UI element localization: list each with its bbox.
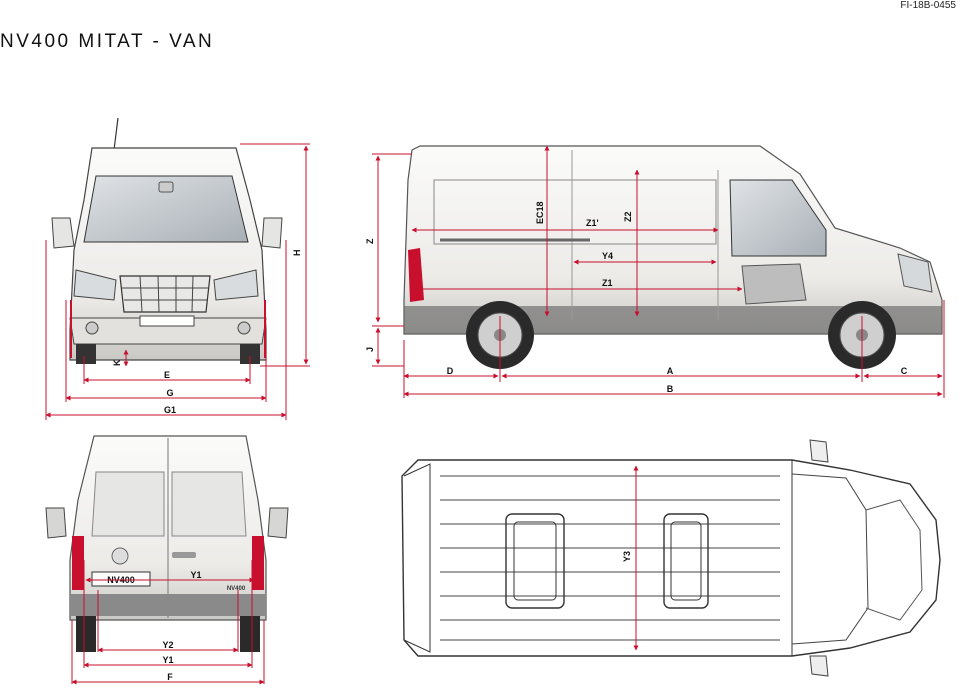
dim-label-G1: G1 xyxy=(164,405,176,415)
rear-badge-text: NV400 xyxy=(227,586,246,592)
dim-label-E: E xyxy=(164,370,170,380)
dim-label-Z2: Z2 xyxy=(623,211,633,222)
dim-label-B: B xyxy=(667,384,674,394)
roof-ribs xyxy=(440,475,780,641)
dim-label-C: C xyxy=(901,366,908,376)
dim-label-F: F xyxy=(167,672,173,682)
dim-label-Y1-upper: Y1 xyxy=(190,570,201,580)
dim-label-Z: Z xyxy=(365,238,375,244)
dim-label-Y1-lower: Y1 xyxy=(162,655,173,665)
document-code: FI-18B-0455 xyxy=(900,0,956,11)
dim-label-Z1-prime: Z1' xyxy=(586,218,599,228)
dim-label-Y2: Y2 xyxy=(162,640,173,650)
page-title: NV400 MITAT - VAN xyxy=(0,31,215,52)
dim-label-J: J xyxy=(365,347,375,352)
dim-label-Y4: Y4 xyxy=(602,251,613,261)
dim-label-Y3: Y3 xyxy=(622,551,632,562)
top-view: Y3 xyxy=(401,439,941,677)
dim-label-D: D xyxy=(447,366,454,376)
dim-label-EC18: EC18 xyxy=(535,201,545,224)
rear-view: NV400 NV400 Y1 Y2 Y1 F xyxy=(45,435,289,685)
dim-label-K: K xyxy=(112,359,122,366)
dim-label-G: G xyxy=(166,388,173,398)
dim-label-A: A xyxy=(667,366,674,376)
side-view: Z J EC18 Z2 Z1' Y4 Z1 xyxy=(365,145,945,398)
front-view: H K E G G1 xyxy=(45,117,310,420)
dim-label-H: H xyxy=(292,250,302,257)
dim-label-Z1: Z1 xyxy=(602,278,613,288)
